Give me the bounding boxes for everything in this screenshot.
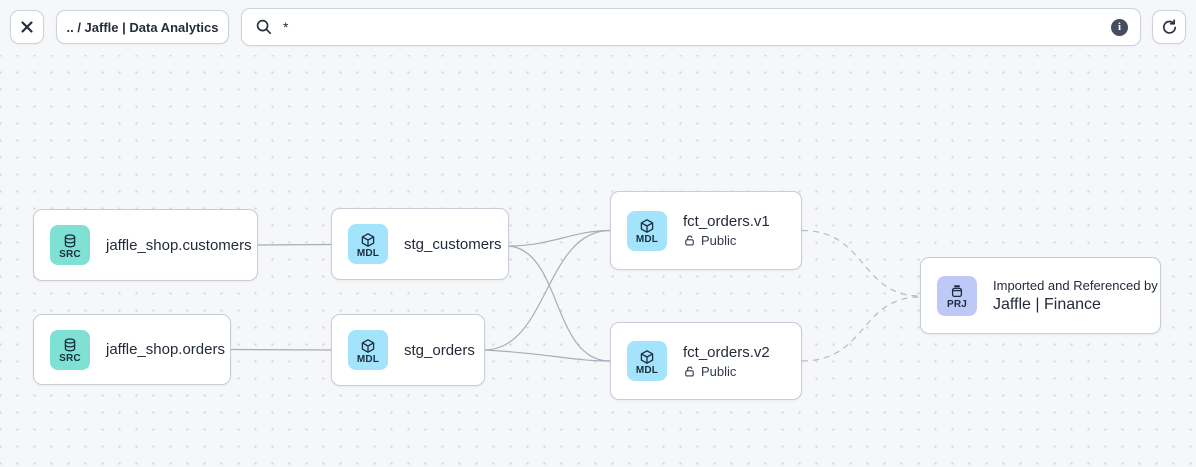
search-icon (256, 19, 272, 35)
breadcrumb: .. / Jaffle | Data Analytics (66, 19, 219, 35)
unlock-icon (685, 366, 694, 377)
node-model-stg-customers[interactable]: MDL stg_customers (331, 208, 509, 280)
package-icon (951, 285, 963, 298)
info-icon[interactable]: i (1111, 18, 1128, 36)
access-label: Public (701, 363, 737, 379)
source-badge: SRC (50, 225, 90, 265)
node-model-stg-orders[interactable]: MDL stg_orders (331, 314, 485, 386)
cube-icon (361, 232, 375, 247)
node-label: jaffle_shop.customers (106, 236, 252, 254)
model-badge: MDL (348, 330, 388, 370)
badge-label: MDL (356, 247, 380, 259)
search-bar[interactable]: i (241, 8, 1141, 46)
close-button[interactable] (10, 10, 44, 44)
node-src-jaffle-shop-orders[interactable]: SRC jaffle_shop.orders (33, 314, 231, 385)
badge-label: SRC (59, 248, 81, 260)
unlock-icon (685, 235, 694, 246)
project-badge: PRJ (937, 275, 977, 316)
badge-label: PRJ (946, 299, 968, 310)
node-label: stg_customers (404, 235, 502, 253)
project-label: Jaffle | Finance (993, 295, 1101, 313)
refresh-button[interactable] (1152, 10, 1186, 44)
node-label: stg_orders (404, 341, 475, 359)
cube-icon (640, 219, 654, 233)
model-badge: MDL (627, 341, 667, 381)
search-input[interactable] (283, 19, 1101, 35)
badge-label: MDL (635, 364, 659, 376)
access-row: Public (683, 364, 770, 379)
database-icon (64, 233, 76, 247)
access-row: Public (683, 233, 770, 248)
badge-label: MDL (356, 353, 380, 365)
node-project-jaffle-finance[interactable]: PRJ Imported and Referenced by Jaffle | … (920, 257, 1161, 334)
node-model-fct-orders-v2[interactable]: MDL fct_orders.v2 Public (610, 322, 802, 400)
node-src-jaffle-shop-customers[interactable]: SRC jaffle_shop.customers (33, 209, 258, 281)
project-caption: Imported and Referenced by (993, 277, 1158, 293)
breadcrumb-button[interactable]: .. / Jaffle | Data Analytics (56, 10, 229, 44)
source-badge: SRC (50, 329, 90, 370)
node-model-fct-orders-v1[interactable]: MDL fct_orders.v1 Public (610, 191, 802, 270)
badge-label: SRC (59, 353, 81, 364)
model-badge: MDL (627, 210, 667, 251)
cube-icon (640, 349, 654, 364)
node-label: fct_orders.v2 (683, 343, 770, 361)
cube-icon (361, 338, 375, 353)
database-icon (64, 338, 76, 352)
badge-label: MDL (635, 234, 659, 245)
model-badge: MDL (348, 224, 388, 264)
node-label: fct_orders.v1 (683, 213, 770, 230)
refresh-icon (1162, 18, 1176, 34)
access-label: Public (701, 233, 737, 248)
x-icon (21, 21, 33, 33)
node-label: jaffle_shop.orders (106, 341, 225, 358)
